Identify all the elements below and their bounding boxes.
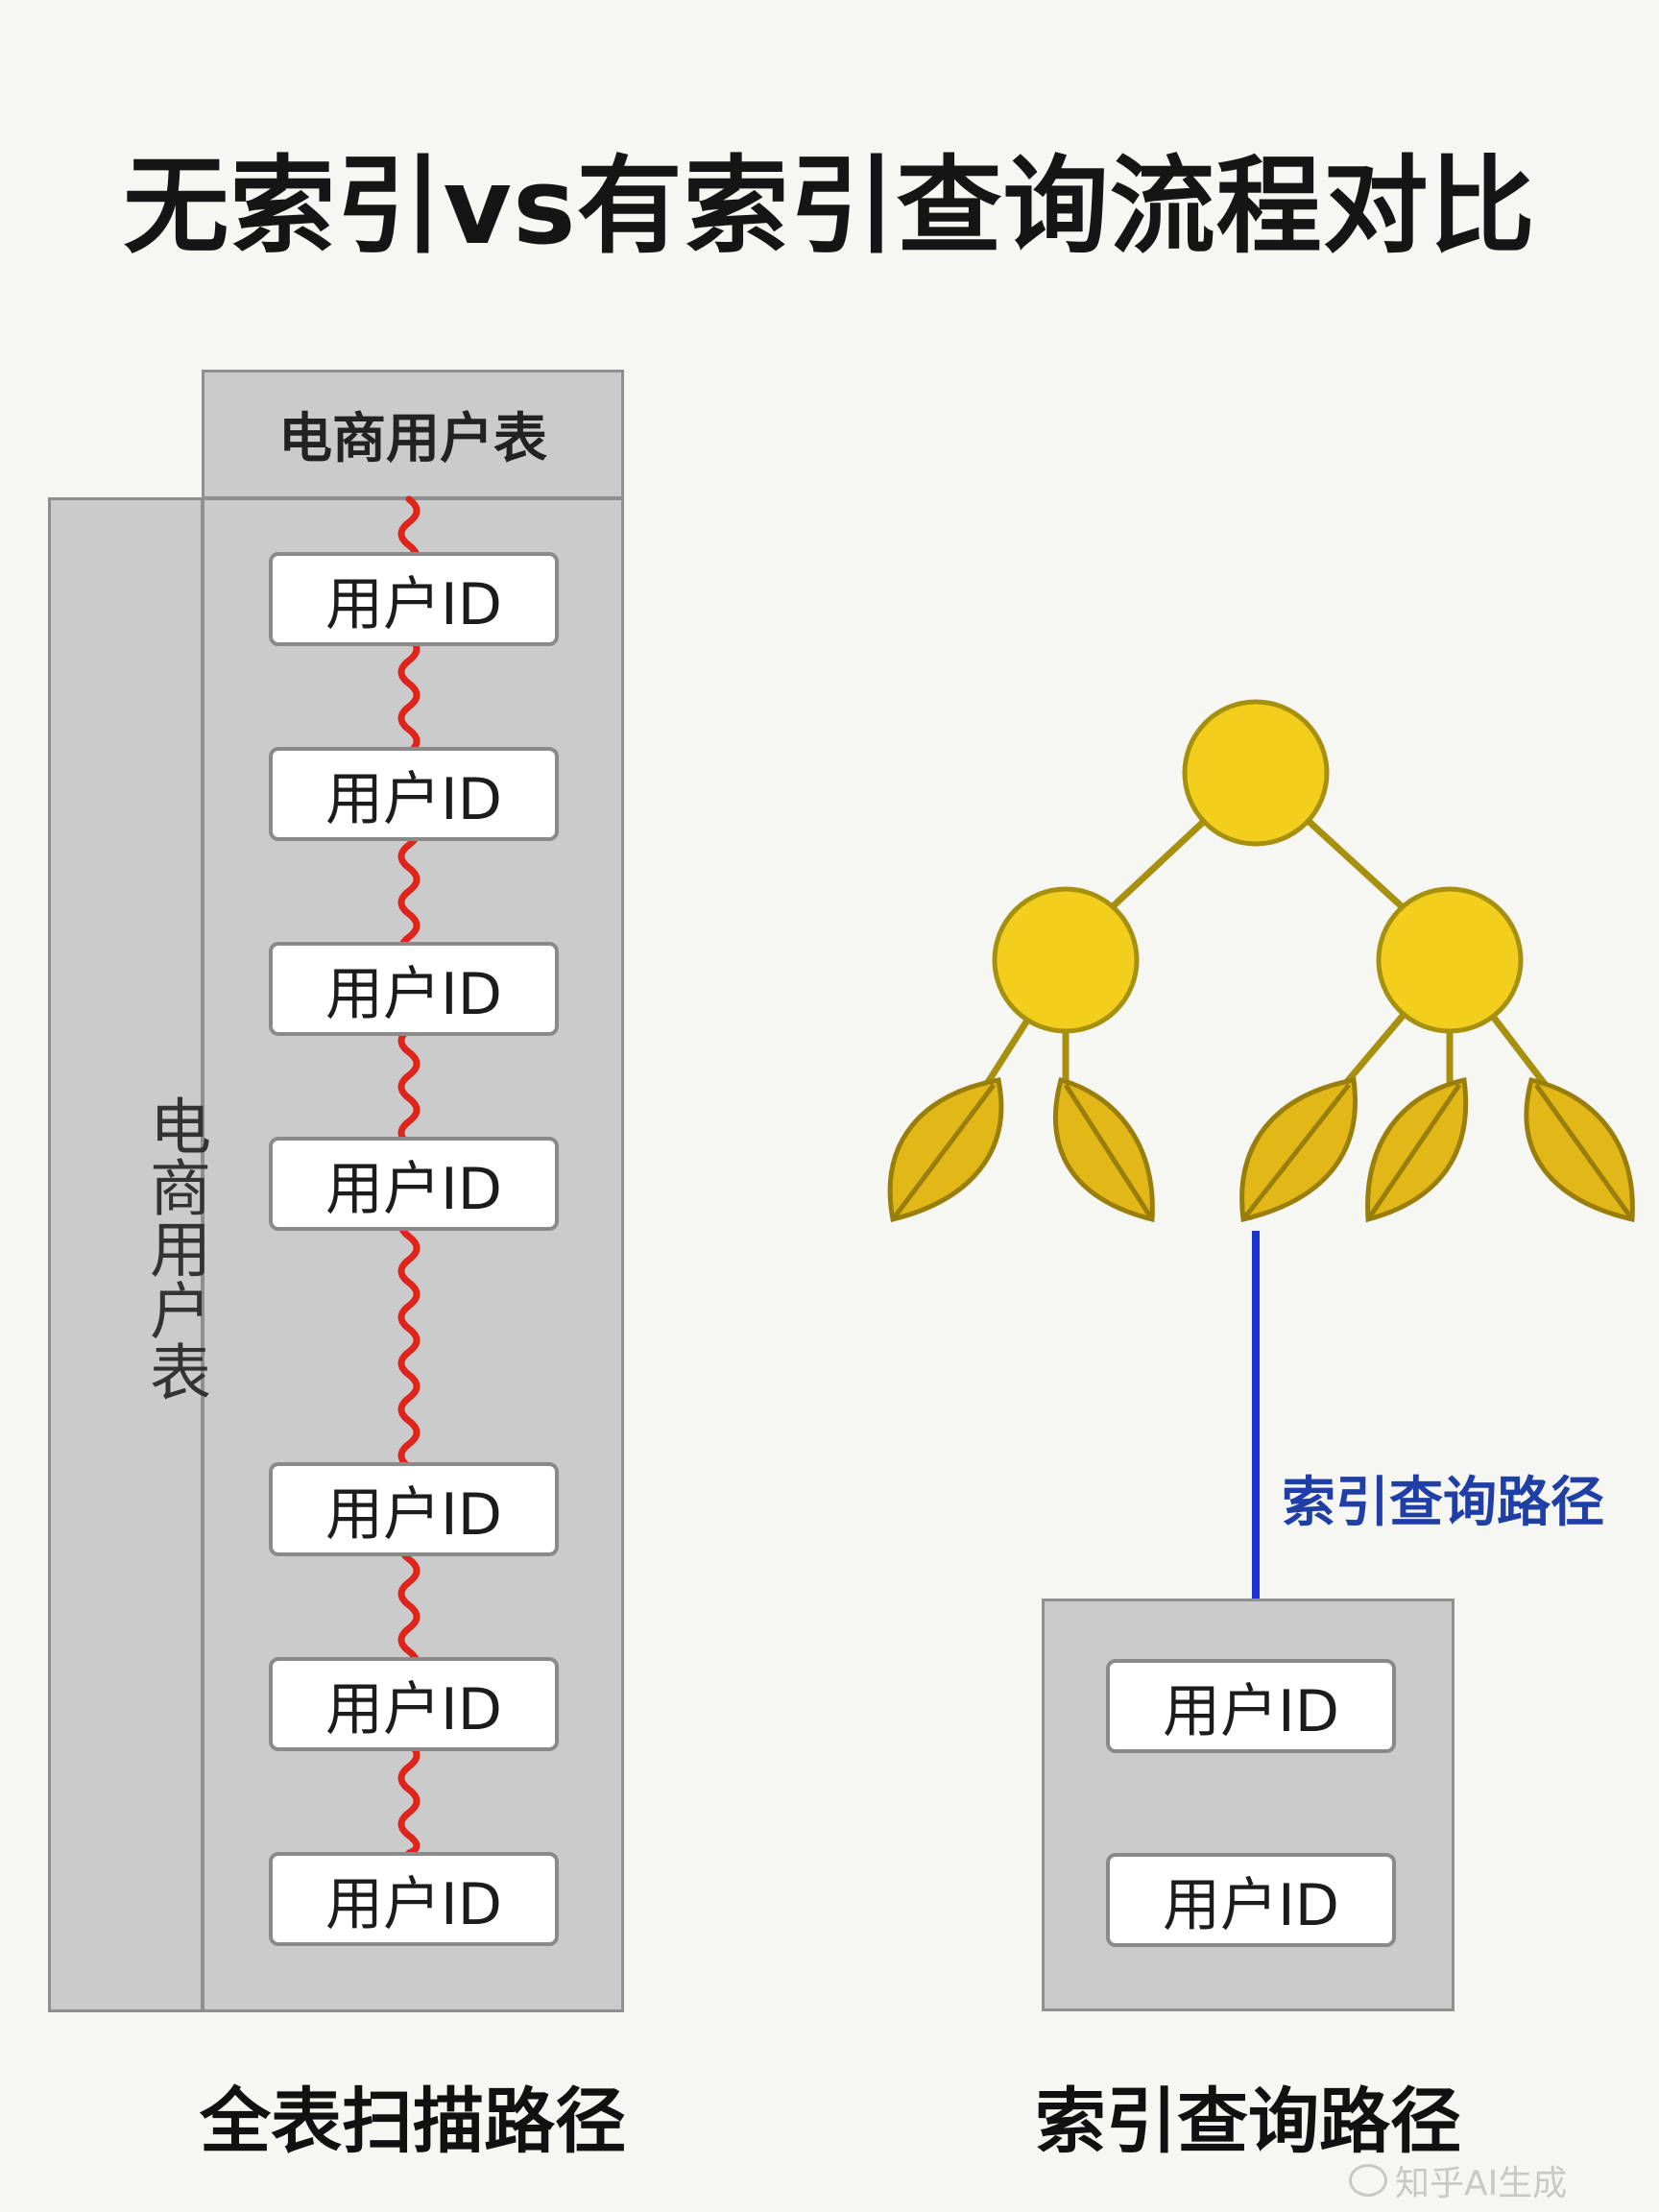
right-record-2: 用户ID (1106, 1853, 1396, 1947)
right-record-1: 用户ID (1106, 1659, 1396, 1753)
table-side-label: 电商用户表 (139, 1094, 210, 1402)
left-record-7: 用户ID (269, 1852, 559, 1946)
left-record-4: 用户ID (269, 1137, 559, 1231)
left-record-6: 用户ID (269, 1657, 559, 1751)
watermark: 知乎AI生成 (1349, 2155, 1567, 2205)
tree-leaf-5 (1524, 1077, 1635, 1223)
page-title: 无索引vs有索引查询流程对比 (123, 145, 1536, 268)
tree-left-node (992, 886, 1140, 1034)
tree-root-node (1182, 699, 1330, 847)
left-record-2: 用户ID (269, 747, 559, 841)
left-record-3: 用户ID (269, 942, 559, 1036)
right-caption: 索引查询路径 (1035, 2080, 1461, 2163)
index-path-arrow (1237, 1231, 1275, 1653)
left-record-1: 用户ID (269, 552, 559, 646)
tree-leaf-3 (1239, 1077, 1358, 1223)
tree-leaf-2 (1053, 1076, 1155, 1223)
watermark-logo-icon (1349, 2164, 1387, 2197)
table-header-box (202, 370, 624, 499)
tree-right-node (1376, 886, 1524, 1034)
table-header-label: 电商用户表 (278, 408, 547, 470)
table-side-column (48, 497, 204, 2012)
tree-leaf-4 (1365, 1076, 1469, 1223)
tree-leaf-1 (887, 1077, 1004, 1223)
left-record-5: 用户ID (269, 1462, 559, 1556)
index-path-label: 索引查询路径 (1282, 1472, 1604, 1534)
watermark-text: 知乎AI生成 (1395, 2164, 1568, 2203)
left-caption: 全表扫描路径 (200, 2080, 626, 2163)
